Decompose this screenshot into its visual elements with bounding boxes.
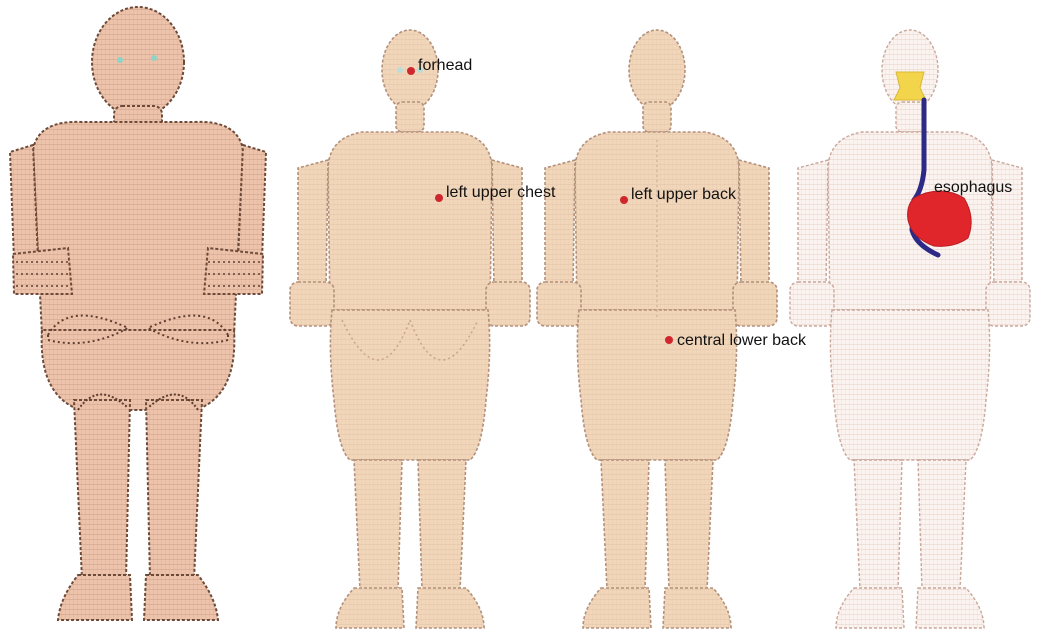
left-upper-back-annotation: left upper back <box>620 186 737 204</box>
esophagus-annotation: esophagus <box>934 179 1012 196</box>
right-eye-marker <box>151 55 157 61</box>
esophagus-label: esophagus <box>934 179 1012 196</box>
left-upper-back-label: left upper back <box>631 186 737 203</box>
left-upper-chest-label: left upper chest <box>446 184 556 201</box>
seated-model <box>10 7 266 620</box>
left-upper-chest-annotation: left upper chest <box>435 184 556 202</box>
front-view <box>290 30 530 628</box>
central-lower-back-marker <box>665 336 673 344</box>
left-upper-back-marker <box>620 196 628 204</box>
organ-view <box>790 30 1030 628</box>
forehead-marker <box>407 67 415 75</box>
left-upper-chest-marker <box>435 194 443 202</box>
forehead-label: forhead <box>418 57 472 74</box>
left-eye-marker <box>117 57 123 63</box>
central-lower-back-annotation: central lower back <box>665 332 807 349</box>
back-view <box>537 30 777 628</box>
central-lower-back-label: central lower back <box>677 332 807 349</box>
